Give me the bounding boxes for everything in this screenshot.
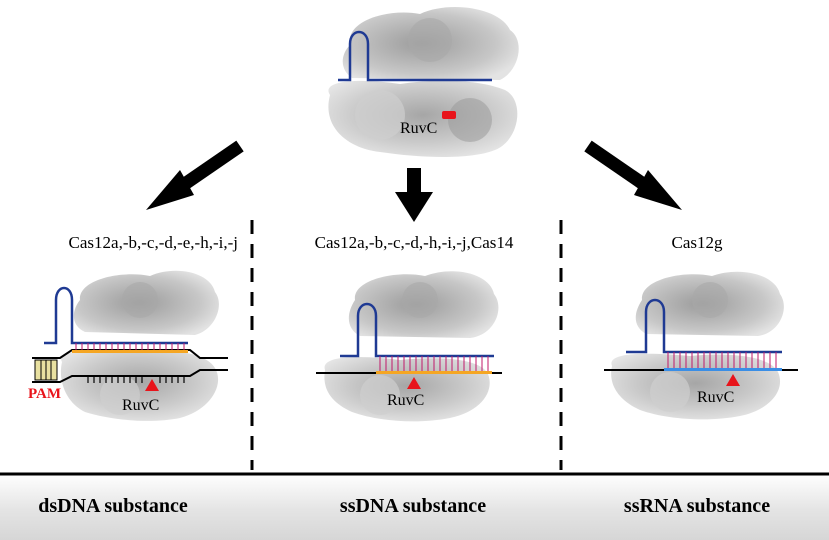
dsdna-cleavage-marker: [145, 379, 159, 391]
footer-dsdna-label: dsDNA substance: [38, 495, 188, 517]
dsdna-crrna: [44, 286, 188, 345]
enzymes-dsdna-label: Cas12a,-b,-c,-d,-e,-h,-i,-j: [69, 233, 238, 252]
dsdna-hybrid-ticks: [75, 343, 185, 350]
ssdna-crrna: [340, 302, 494, 358]
ssrna-cleavage-marker: [726, 374, 740, 386]
top-ruvc-site: [442, 111, 456, 119]
ssdna-hybrid-ticks: [379, 356, 489, 371]
enzymes-ssrna-label: Cas12g: [672, 233, 724, 252]
arrow-to-dsdna: [146, 140, 244, 210]
dsdna-protein: [60, 270, 219, 421]
enzymes-ssdna-label: Cas12a,-b,-c,-d,-h,-i,-j,Cas14: [315, 233, 514, 252]
arrow-to-ssdna: [395, 168, 433, 222]
top-ruvc-label: RuvC: [400, 120, 437, 137]
ssrna-ruvc-label: RuvC: [697, 389, 734, 406]
footer-ssdna-label: ssDNA substance: [340, 495, 486, 517]
dsdna-target-strand: [72, 350, 188, 353]
dsdna-bottom-strand: [32, 369, 228, 383]
ssdna-cleavage-marker: [407, 377, 421, 389]
top-crrna: [338, 30, 492, 82]
ssdna-target-highlight: [376, 371, 492, 374]
ssrna-crrna: [626, 298, 782, 354]
top-protein: [328, 7, 519, 157]
dsdna-nontarget-ticks: [87, 376, 185, 383]
footer-ssrna-label: ssRNA substance: [624, 495, 770, 517]
dsdna-ruvc-label: RuvC: [122, 397, 159, 414]
ssdna-ruvc-label: RuvC: [387, 392, 424, 409]
ssrna-hybrid-ticks: [667, 352, 777, 368]
ssrna-target-highlight: [664, 368, 782, 371]
dsdna-pam-label: PAM: [28, 386, 61, 402]
dsdna-pam: [34, 359, 58, 381]
footer-band: [0, 474, 829, 540]
arrow-to-ssrna: [584, 140, 682, 210]
